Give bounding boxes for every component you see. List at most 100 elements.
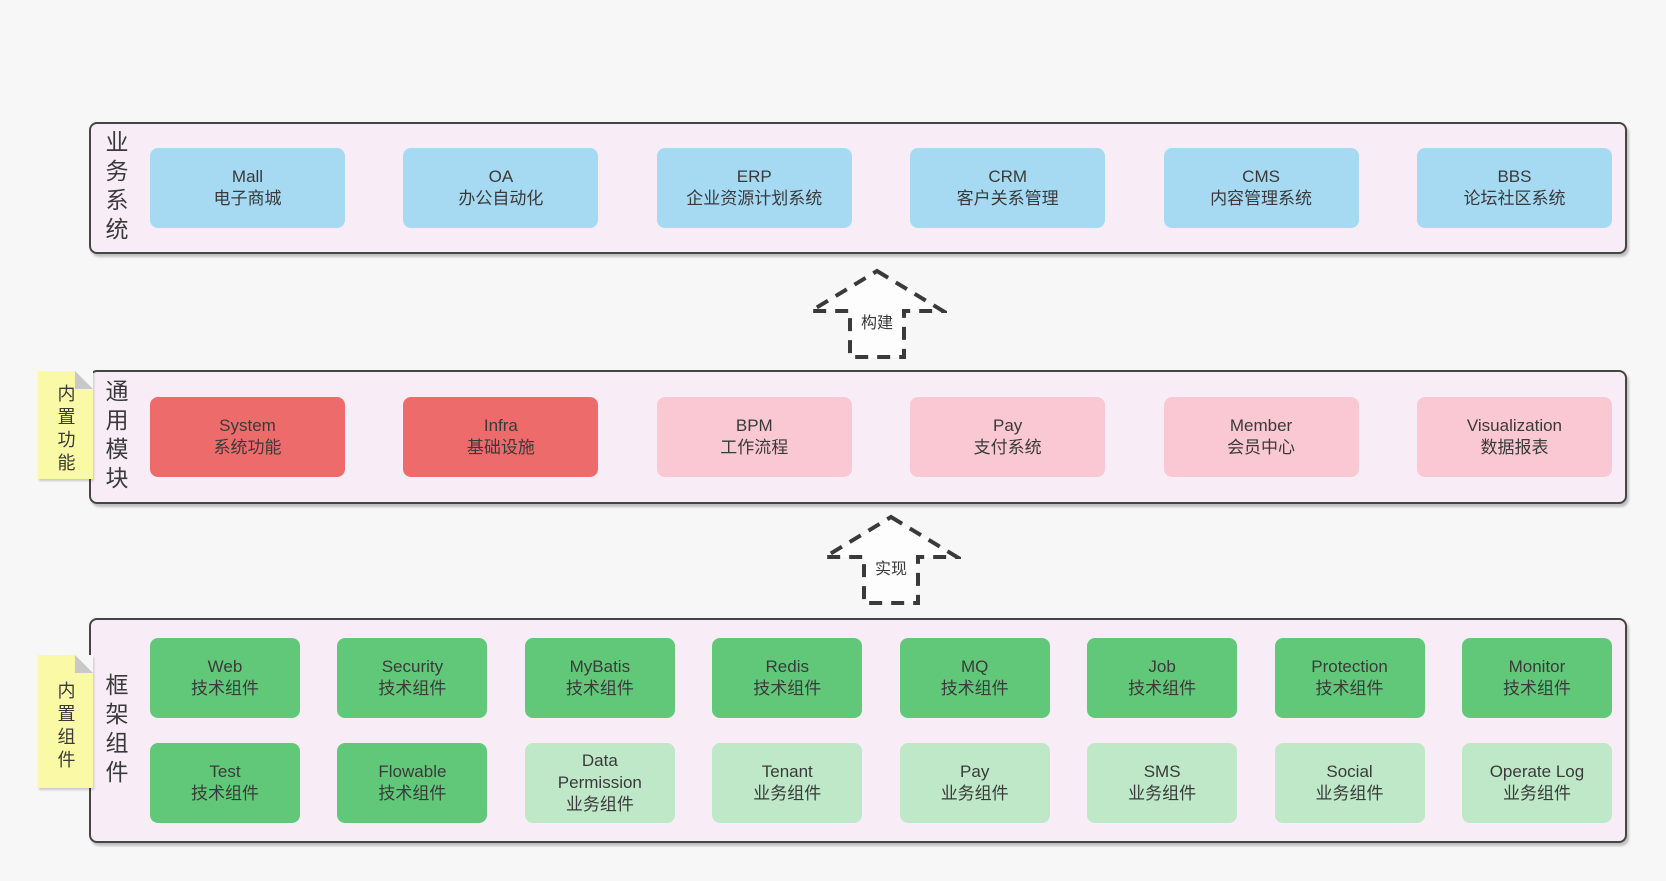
box-subtitle: 技术组件: [753, 679, 822, 698]
box-title: MQ: [960, 657, 989, 676]
box-title: MyBatis: [569, 657, 631, 676]
box-subtitle: 技术组件: [191, 679, 259, 698]
box-subtitle: 技术组件: [191, 784, 259, 803]
box-title: Infra: [483, 416, 518, 435]
box-subtitle: 技术组件: [378, 679, 447, 698]
box-member: Member 会员中心: [1163, 397, 1359, 477]
box-subtitle: 技术组件: [1502, 679, 1571, 698]
build-arrow: 构建: [807, 266, 947, 362]
box-subtitle: 数据报表: [1480, 438, 1549, 457]
box-subtitle: 基础设施: [466, 438, 535, 457]
box-subtitle: 客户关系管理: [956, 189, 1059, 208]
box-oa: OA 办公自动化: [403, 148, 599, 228]
box-subtitle: 工作流程: [720, 438, 789, 457]
layer-label-framework-components: 框架组件: [102, 672, 128, 789]
box-title: Social: [1326, 762, 1373, 781]
box-mall: Mall 电子商城: [150, 148, 345, 228]
box-title: OA: [488, 167, 514, 186]
box-pay: Pay 支付系统: [910, 397, 1106, 477]
box-title: CMS: [1242, 167, 1280, 186]
box-subtitle: 技术组件: [378, 784, 447, 803]
box-title: Member: [1229, 416, 1293, 435]
box-flowable: Flowable 技术组件: [337, 743, 488, 823]
box-title: Flowable: [378, 762, 447, 781]
box-title: Visualization: [1466, 416, 1563, 435]
box-operate-log: Operate Log 业务组件: [1461, 743, 1612, 823]
box-title: Operate Log: [1489, 762, 1585, 781]
box-title: Pay: [960, 762, 990, 781]
box-bpm: BPM 工作流程: [656, 397, 852, 477]
sticky-note-text: 内置功能: [55, 384, 76, 476]
box-subtitle: 内容管理系统: [1210, 189, 1313, 208]
box-subtitle: 办公自动化: [458, 189, 544, 208]
layer-business-systems: 业务系统 Mall 电子商城 OA 办公自动化 ERP 企业资源计划系统 CRM 客户关系管理…: [89, 122, 1627, 254]
box-title: Security: [381, 657, 444, 676]
box-subtitle: 电子商城: [213, 189, 282, 208]
box-pay: Pay 业务组件: [899, 743, 1050, 823]
box-crm: CRM 客户关系管理: [910, 148, 1106, 228]
sticky-note-built-in-components: 内置组件: [38, 655, 93, 788]
box-title: CRM: [988, 167, 1028, 186]
box-subtitle: 技术组件: [940, 679, 1009, 698]
box-title: SMS: [1143, 762, 1181, 781]
box-subtitle: 支付系统: [973, 438, 1042, 457]
box-title: Redis: [765, 657, 809, 676]
business-systems-row: Mall 电子商城 OA 办公自动化 ERP 企业资源计划系统 CRM 客户关系管理 CMS 内容…: [150, 148, 1612, 228]
box-subtitle: 业务组件: [753, 784, 822, 803]
box-bbs: BBS 论坛社区系统: [1416, 148, 1612, 228]
box-infra: Infra 基础设施: [403, 397, 599, 477]
box-subtitle: 系统功能: [213, 438, 282, 457]
box-subtitle: 业务组件: [1502, 784, 1571, 803]
box-subtitle: 技术组件: [1315, 679, 1384, 698]
folded-corner-icon: [75, 655, 93, 673]
folded-corner-icon: [75, 371, 93, 389]
box-subtitle: 业务组件: [1315, 784, 1384, 803]
box-data-permission: Data Permission 业务组件: [524, 743, 675, 823]
box-mq: MQ 技术组件: [899, 638, 1050, 718]
box-tenant: Tenant 业务组件: [712, 743, 863, 823]
box-mybatis: MyBatis 技术组件: [524, 638, 675, 718]
box-erp: ERP 企业资源计划系统: [656, 148, 852, 228]
sticky-note-built-in-features: 内置功能: [38, 371, 93, 479]
box-subtitle: 技术组件: [565, 679, 634, 698]
box-protection: Protection 技术组件: [1274, 638, 1425, 718]
box-visualization: Visualization 数据报表: [1416, 397, 1612, 477]
box-title: ERP: [736, 167, 772, 186]
box-title: Mall: [231, 167, 264, 186]
implement-arrow: 实现: [821, 512, 961, 608]
box-title: Protection: [1311, 657, 1388, 676]
box-title: Job: [1148, 657, 1176, 676]
box-title: Tenant: [761, 762, 813, 781]
box-title: Pay: [993, 416, 1023, 435]
box-subtitle: 企业资源计划系统: [686, 189, 823, 208]
box-title: BPM: [735, 416, 773, 435]
box-test: Test 技术组件: [150, 743, 300, 823]
box-subtitle: 会员中心: [1227, 438, 1296, 457]
box-subtitle: 业务组件: [565, 795, 634, 814]
layer-label-common-modules: 通用模块: [102, 379, 128, 495]
implement-arrow-label: 实现: [869, 554, 913, 580]
box-security: Security 技术组件: [337, 638, 488, 718]
box-subtitle: 论坛社区系统: [1463, 189, 1566, 208]
box-title: BBS: [1497, 167, 1532, 186]
box-social: Social 业务组件: [1274, 743, 1425, 823]
layer-label-business-systems: 业务系统: [102, 130, 128, 246]
box-title: Web: [207, 657, 243, 676]
box-redis: Redis 技术组件: [712, 638, 863, 718]
box-title: Data Permission: [557, 751, 642, 792]
build-arrow-label: 构建: [855, 308, 899, 334]
box-web: Web 技术组件: [150, 638, 300, 718]
box-subtitle: 业务组件: [940, 784, 1009, 803]
box-title: Test: [209, 762, 241, 781]
sticky-note-text: 内置组件: [55, 680, 76, 773]
